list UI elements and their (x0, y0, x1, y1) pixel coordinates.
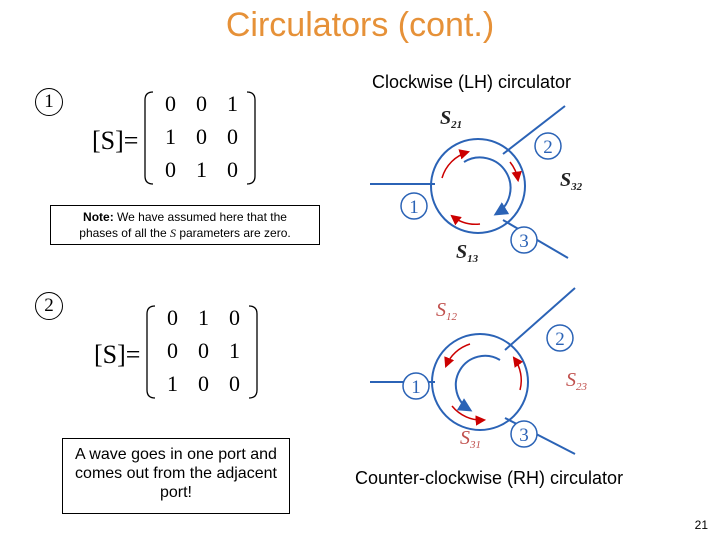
s31-subscript: 31 (469, 439, 481, 451)
statement-text: A wave goes in one port and comes out fr… (75, 446, 277, 501)
note-label: Note: (83, 210, 114, 224)
matrix-1-label: [S]= (92, 126, 138, 155)
arrow-s21 (441, 149, 471, 179)
page-number: 21 (694, 518, 708, 532)
note-line-2a: phases of all the (79, 226, 170, 240)
circulator-junction (431, 333, 529, 431)
matrix-1-cell: 0 (165, 91, 176, 116)
arrow-s31 (451, 405, 487, 426)
port-2-line (504, 287, 576, 351)
s23-label: S23 (566, 369, 588, 393)
matrix-1-cell: 1 (165, 124, 176, 149)
matrix-2-label: [S]= (94, 340, 140, 369)
port-3-badge (510, 420, 538, 448)
s21-subscript: 21 (450, 119, 462, 131)
matrix-2-cell: 0 (167, 338, 178, 363)
matrix-1-cell: 0 (196, 124, 207, 149)
s32-subscript: 32 (570, 181, 583, 193)
s13-label: S13 (456, 241, 479, 265)
s32-label: S32 (560, 169, 583, 193)
matrix-1-right-bracket (246, 91, 256, 185)
port-1-badge (400, 192, 428, 220)
clockwise-circulator-diagram: S21 S32 S13 1 2 3 (370, 105, 583, 265)
matrix-1-cell: 1 (227, 91, 238, 116)
matrix-1: [S]= 0 0 1 1 0 0 0 1 0 (92, 91, 256, 185)
matrix-2-cell: 1 (229, 338, 240, 363)
matrix-1-cell: 1 (196, 157, 207, 182)
matrix-2-cell: 1 (167, 371, 178, 396)
bottom-diagram-caption: Counter-clockwise (RH) circulator (355, 468, 624, 488)
s12-label: S12 (436, 299, 458, 323)
port-3-number: 3 (519, 425, 529, 446)
matrix-1-left-bracket (144, 91, 154, 185)
note-line-1: We have assumed here that the (113, 210, 287, 224)
counter-clockwise-circulator-diagram: S12 S23 S31 1 2 3 (370, 287, 588, 455)
matrix-2-cell: 0 (167, 305, 178, 330)
case-1-number: 1 (35, 88, 63, 116)
page-title: Circulators (cont.) (225, 6, 495, 44)
top-diagram-caption: Clockwise (LH) circulator (372, 72, 572, 92)
port-2-number: 2 (555, 329, 565, 350)
counter-clockwise-flow-arrow (454, 354, 501, 412)
note-line-2b: parameters are zero. (176, 226, 291, 240)
port-2-badge (546, 324, 574, 352)
port-2-number: 2 (543, 137, 553, 158)
matrix-2-cell: 0 (198, 338, 209, 363)
port-3-badge (510, 226, 538, 254)
port-2-badge (534, 132, 562, 160)
port-3-number: 3 (519, 231, 529, 252)
s23-subscript: 23 (576, 381, 588, 393)
case-2-number: 2 (35, 292, 63, 320)
matrix-1-cell: 0 (165, 157, 176, 182)
matrix-2-cell: 0 (229, 371, 240, 396)
matrix-2-cell: 1 (198, 305, 209, 330)
s13-subscript: 13 (467, 253, 479, 265)
note-s-symbol: S (170, 226, 176, 240)
matrix-2-right-bracket (248, 305, 258, 399)
clockwise-flow-arrow (463, 156, 512, 216)
statement-box: A wave goes in one port and comes out fr… (62, 438, 290, 514)
arrow-s13 (450, 214, 481, 226)
port-1-number: 1 (411, 377, 421, 398)
matrix-1-cell: 0 (227, 124, 238, 149)
arrow-s12 (444, 343, 471, 368)
port-2-line (502, 105, 566, 155)
s12-subscript: 12 (446, 311, 458, 323)
matrix-1-cell: 0 (227, 157, 238, 182)
arrow-s32 (509, 161, 522, 183)
matrix-2-left-bracket (146, 305, 156, 399)
port-1-badge (402, 372, 430, 400)
matrix-2-cell: 0 (229, 305, 240, 330)
matrix-2-cell: 0 (198, 371, 209, 396)
matrix-2: [S]= 0 1 0 0 0 1 1 0 0 (94, 305, 258, 399)
arrow-s23 (512, 356, 524, 391)
s21-label: S21 (440, 107, 462, 131)
matrix-1-cell: 0 (196, 91, 207, 116)
note-box: Note: We have assumed here that the phas… (50, 205, 320, 245)
circulator-junction (430, 138, 526, 234)
port-1-number: 1 (409, 197, 419, 218)
